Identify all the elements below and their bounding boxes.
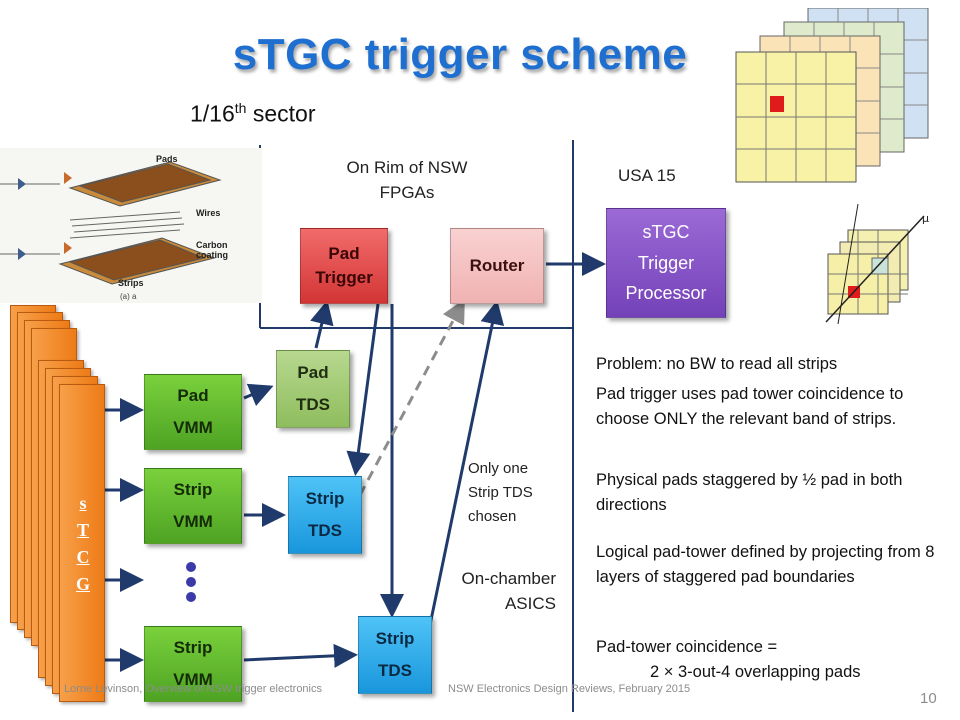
svg-text:Wires: Wires [196,208,220,218]
svg-text:μ: μ [922,212,929,225]
continuation-dot [186,577,196,587]
pad-tower-layers-illustration [735,8,929,183]
arrow-pad-vmm-to-tds [243,383,274,406]
continuation-dot [186,592,196,602]
detector-layers-illustration: Pads Wires Carbon coating Strips (a) a [0,148,262,303]
usa15-label: USA 15 [618,166,676,185]
note-logical-pad-tower: Logical pad-tower defined by projecting … [596,543,935,586]
svg-text:Strips: Strips [118,278,144,288]
svg-text:Carbon: Carbon [196,240,228,250]
page-title: sTGC trigger scheme [232,30,688,79]
page-number: 10 [920,690,937,707]
note-physical-pads: Physical pads staggered by ½ pad in both… [596,471,903,514]
arrow-pad-tds-to-trigger [310,300,334,349]
svg-text:Pads: Pads [156,154,178,164]
note-problem: Problem: no BW to read all strips [596,355,838,373]
footer-author: Lorne Levinson, Overview of NSW trigger … [64,683,322,695]
arrow-strip-vmm-to-tds-2 [243,643,358,668]
dashed-arrow-strip-tds-to-router [350,298,465,511]
arrow-trigger-to-strip-tds-1 [346,303,380,476]
footer-event: NSW Electronics Design Reviews, February… [448,683,691,695]
continuation-dot [186,562,196,572]
svg-text:coating: coating [196,250,228,260]
track-pad-coincidence-illustration: μ [825,203,929,325]
sector-label: 1/16th sector [190,100,316,127]
stgc-layer-card [59,384,105,702]
svg-text:(a) a: (a) a [120,292,137,301]
arrow-strip-tds-2-to-router [428,300,505,626]
note-coincidence: Pad-tower coincidence = 2 × 3-out-4 over… [596,638,861,681]
note-pad-trigger: Pad trigger uses pad tower coincidence t… [596,385,904,428]
router-box: Router [450,228,544,304]
